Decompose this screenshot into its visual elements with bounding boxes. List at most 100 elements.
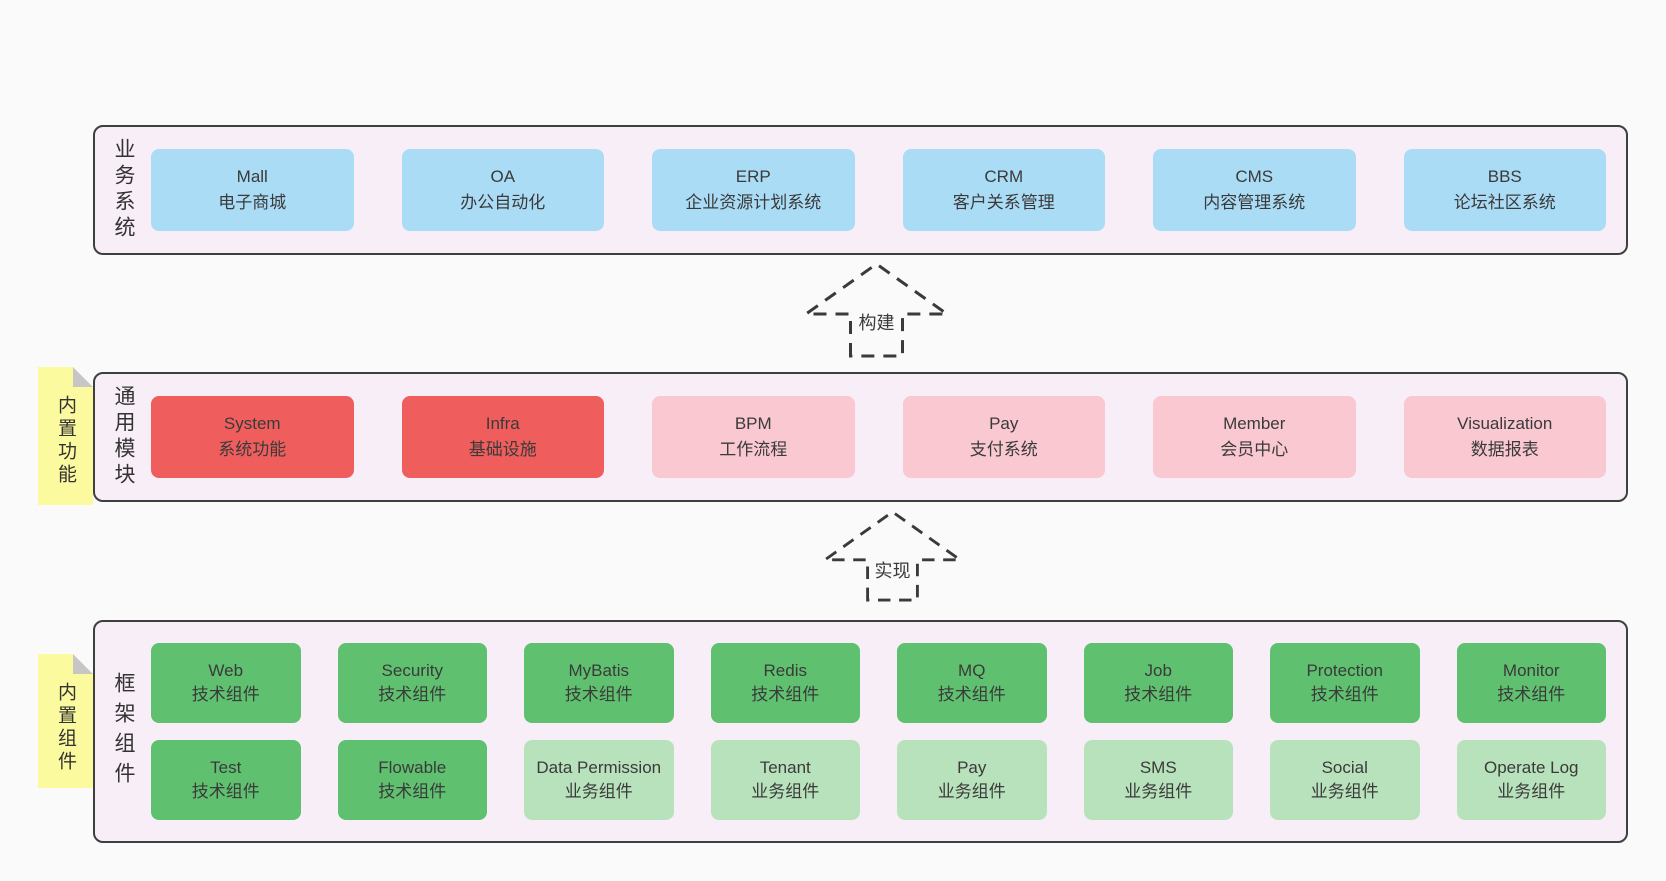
box-subtitle: 业务组件 [751,782,820,801]
box-title: Tenant [759,758,811,777]
box-title: Data Permission [536,758,662,777]
box-subtitle: 客户关系管理 [952,193,1055,212]
box-subtitle: 论坛社区系统 [1453,193,1556,212]
box-row: Mall 电子商城 OA 办公自动化 ERP 企业资源计划系统 CRM 客户关系… [151,149,1626,231]
arrow-build: 构建 [804,262,949,358]
box-monitor: Monitor 技术组件 [1456,643,1606,723]
box-subtitle: 系统功能 [218,440,287,459]
box-title: System [223,414,281,433]
box-title: CRM [984,167,1024,186]
box-grid: Web 技术组件 Security 技术组件 MyBatis 技术组件 Redi… [151,643,1626,820]
box-subtitle: 办公自动化 [460,193,546,212]
arrow-label: 构建 [855,308,898,336]
box-mall: Mall 电子商城 [151,149,354,231]
box-title: Operate Log [1483,758,1579,777]
box-web: Web 技术组件 [151,643,301,723]
box-title: Mall [236,167,268,186]
box-erp: ERP 企业资源计划系统 [652,149,855,231]
box-bbs: BBS 论坛社区系统 [1403,149,1606,231]
box-title: Job [1144,661,1172,680]
section-common-modules: 通用模块 System 系统功能 Infra 基础设施 BPM 工作流程 Pay… [93,372,1628,502]
box-subtitle: 基础设施 [468,440,537,459]
section-label-column: 框架组件 [95,622,151,841]
box-subtitle: 技术组件 [191,685,260,704]
sticky-note-label: 内置功能 [55,395,76,487]
section-label: 框架组件 [112,671,135,792]
box-data-permission: Data Permission 业务组件 [524,740,674,820]
sticky-note-builtin-features: 内置功能 [38,367,93,505]
box-subtitle: 业务组件 [1124,782,1193,801]
box-cms: CMS 内容管理系统 [1153,149,1356,231]
box-title: Infra [485,414,520,433]
box-title: BBS [1487,167,1522,186]
box-title: Monitor [1502,661,1560,680]
sticky-note-builtin-components: 内置组件 [38,654,93,788]
box-row: System 系统功能 Infra 基础设施 BPM 工作流程 Pay 支付系统… [151,396,1626,478]
box-title: SMS [1139,758,1177,777]
box-subtitle: 技术组件 [378,685,447,704]
box-subtitle: 技术组件 [378,782,447,801]
box-row: Web 技术组件 Security 技术组件 MyBatis 技术组件 Redi… [151,643,1606,723]
box-subtitle: 技术组件 [937,685,1006,704]
box-protection: Protection 技术组件 [1270,643,1420,723]
box-mq: MQ 技术组件 [897,643,1047,723]
box-row: Test 技术组件 Flowable 技术组件 Data Permission … [151,740,1606,820]
box-title: Social [1321,758,1368,777]
box-subtitle: 企业资源计划系统 [685,193,822,212]
box-title: MQ [958,661,986,680]
sticky-note-label: 内置组件 [55,682,76,774]
box-title: Visualization [1457,414,1553,433]
box-subtitle: 业务组件 [1310,782,1379,801]
box-bpm: BPM 工作流程 [652,396,855,478]
box-redis: Redis 技术组件 [710,643,860,723]
box-subtitle: 业务组件 [937,782,1006,801]
box-title: Protection [1306,661,1384,680]
box-system: System 系统功能 [151,396,354,478]
box-flowable: Flowable 技术组件 [337,740,487,820]
box-security: Security 技术组件 [337,643,487,723]
folded-corner-icon [73,654,93,674]
box-title: ERP [735,167,771,186]
box-title: Member [1223,414,1286,433]
section-label: 通用模块 [112,385,135,489]
box-pay: Pay 支付系统 [902,396,1105,478]
section-label-column: 通用模块 [95,374,151,500]
arrow-implement: 实现 [820,510,965,602]
section-framework-components: 框架组件 Web 技术组件 Security 技术组件 MyBatis 技术组件… [93,620,1628,843]
up-arrow-icon [804,262,949,358]
box-subtitle: 数据报表 [1470,440,1539,459]
box-test: Test 技术组件 [151,740,301,820]
section-label: 业务系统 [112,138,135,242]
arrow-label: 实现 [871,556,914,584]
box-title: CMS [1235,167,1274,186]
folded-corner-icon [73,367,93,387]
box-crm: CRM 客户关系管理 [902,149,1105,231]
box-subtitle: 内容管理系统 [1203,193,1306,212]
section-label-column: 业务系统 [95,127,151,253]
box-title: Pay [989,414,1019,433]
box-subtitle: 技术组件 [564,685,633,704]
box-subtitle: 工作流程 [719,440,788,459]
box-subtitle: 技术组件 [1310,685,1379,704]
box-title: Flowable [378,758,447,777]
up-arrow-icon [820,510,965,602]
box-title: OA [490,167,516,186]
box-subtitle: 电子商城 [218,193,287,212]
box-mybatis: MyBatis 技术组件 [524,643,674,723]
box-operate-log: Operate Log 业务组件 [1456,740,1606,820]
box-subtitle: 技术组件 [191,782,260,801]
box-title: Pay [957,758,987,777]
box-title: Test [210,758,242,777]
box-member: Member 会员中心 [1153,396,1356,478]
box-visualization: Visualization 数据报表 [1403,396,1606,478]
box-subtitle: 技术组件 [751,685,820,704]
box-pay-component: Pay 业务组件 [897,740,1047,820]
box-subtitle: 支付系统 [969,440,1038,459]
box-title: Security [381,661,443,680]
box-infra: Infra 基础设施 [401,396,604,478]
box-subtitle: 业务组件 [564,782,633,801]
box-subtitle: 技术组件 [1497,685,1566,704]
box-subtitle: 技术组件 [1124,685,1193,704]
box-title: Web [208,661,244,680]
